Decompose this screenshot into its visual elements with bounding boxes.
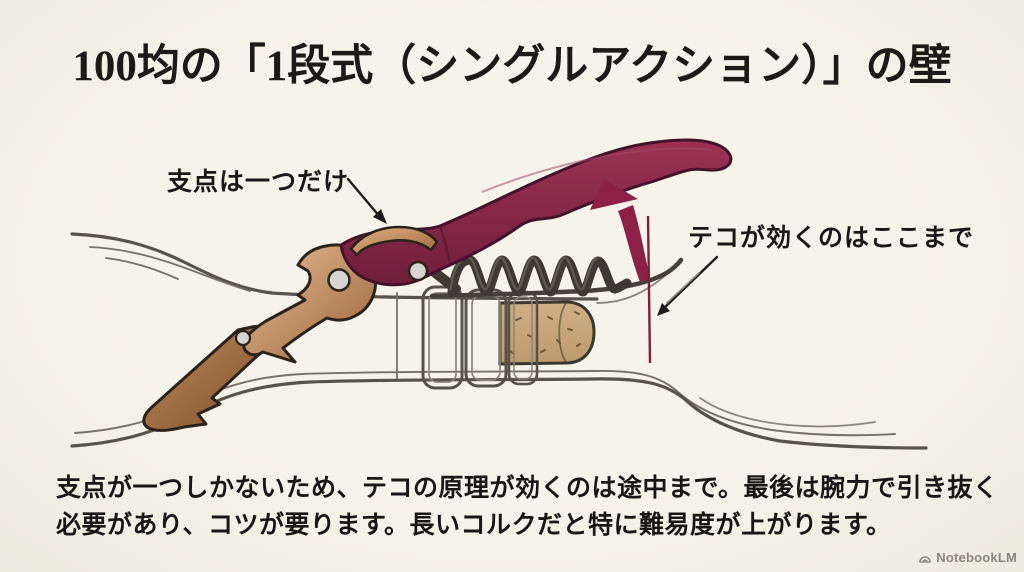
limit-arrow	[657, 255, 719, 316]
caption-line-2: 必要があり、コツが要ります。長いコルクだと特に難易度が上がります。	[56, 511, 892, 539]
caption-line-1: 支点が一つしかないため、テコの原理が効くのは途中まで。最後は腕力で引き抜く	[56, 474, 999, 502]
lift-arrow	[590, 179, 650, 282]
limit-line	[646, 215, 652, 364]
worm-spiral	[419, 255, 684, 299]
label-lever-limit: テコが効くのはここまで	[688, 224, 975, 252]
caption: 支点が一つしかないため、テコの原理が効くのは途中まで。最後は腕力で引き抜く 必要…	[56, 470, 999, 544]
pivot-pin-foot	[234, 329, 252, 347]
pivot-pins	[234, 260, 429, 347]
lever-crescent	[349, 225, 439, 257]
pivot-pin-main	[327, 268, 351, 292]
pivot-pin-handle	[407, 260, 429, 282]
corkscrew-handle	[339, 138, 733, 287]
fulcrum-arrow	[346, 177, 387, 224]
watermark: NotebookLM	[918, 550, 1017, 565]
cork	[498, 300, 596, 366]
page-title: 100均の「1段式（シングルアクション）」の壁	[72, 43, 952, 90]
label-fulcrum: 支点は一つだけ	[167, 168, 350, 196]
notebooklm-logo-icon	[919, 555, 932, 563]
annotation-arrows	[346, 177, 719, 316]
watermark-text: NotebookLM	[936, 550, 1017, 565]
